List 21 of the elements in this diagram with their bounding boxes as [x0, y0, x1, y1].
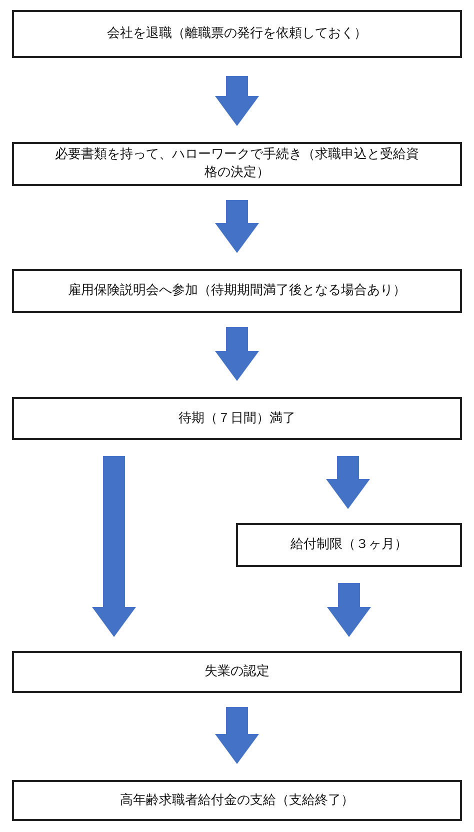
process-box: [12, 269, 462, 313]
block-arrow: [215, 76, 259, 126]
process-box: [12, 397, 462, 440]
step-text: 会社を退職（離職票の発行を依頼しておく）: [107, 25, 367, 43]
block-arrow: [326, 456, 370, 509]
block-arrow: [215, 327, 259, 381]
block-arrow: [92, 456, 136, 637]
process-box: [236, 523, 462, 567]
process-box: [12, 10, 462, 58]
step-text: 雇用保険説明会へ参加（待期期間満了後となる場合あり）: [68, 282, 406, 300]
process-box: [12, 651, 462, 693]
block-arrow: [215, 200, 259, 253]
block-arrow: [215, 707, 259, 764]
step-text: 失業の認定: [204, 663, 270, 681]
process-box: [12, 142, 462, 186]
step-text: 必要書類を持って、ハローワークで手続き（求職申込と受給資格の決定）: [54, 146, 420, 182]
block-arrow: [327, 583, 371, 637]
step-text: 待期（７日間）満了: [178, 410, 296, 428]
step-text: 給付制限（３ヶ月）: [290, 536, 408, 554]
process-box: [12, 780, 462, 821]
step-text: 高年齢求職者給付金の支給（支給終了）: [120, 792, 354, 810]
